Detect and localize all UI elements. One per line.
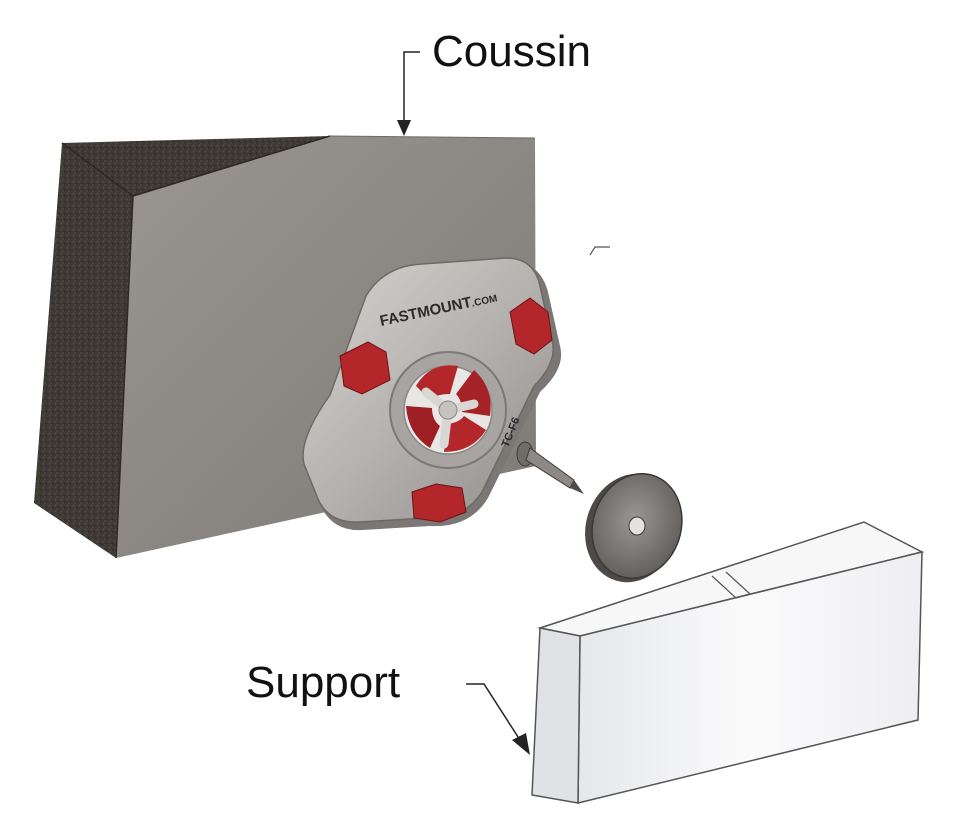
clip-red-tab-left xyxy=(339,341,391,395)
support-groove xyxy=(711,571,752,599)
support-leader-line xyxy=(466,683,521,741)
cushion-callout: Coussin xyxy=(397,27,591,136)
cushion-foam-top xyxy=(62,136,330,196)
washer-disc-icon xyxy=(585,473,683,583)
detail-mark xyxy=(589,246,610,256)
cushion-leader-line xyxy=(403,51,420,122)
fastmount-clip: FASTMOUNT.COM TC-F6 xyxy=(302,257,562,531)
clip-red-tab-bottom xyxy=(411,483,467,523)
cushion-leader-arrow-icon xyxy=(397,120,411,136)
cushion-label: Coussin xyxy=(432,27,591,76)
support-block xyxy=(531,521,925,804)
support-end-face xyxy=(531,627,581,804)
support-callout: Support xyxy=(246,658,530,755)
clip-center-lock xyxy=(406,365,491,452)
support-leader-arrow-icon xyxy=(512,733,530,755)
clip-red-tab-right xyxy=(509,297,553,355)
cushion-foam-side xyxy=(34,143,133,558)
support-label: Support xyxy=(246,658,400,707)
screw-pin-icon xyxy=(516,441,584,494)
